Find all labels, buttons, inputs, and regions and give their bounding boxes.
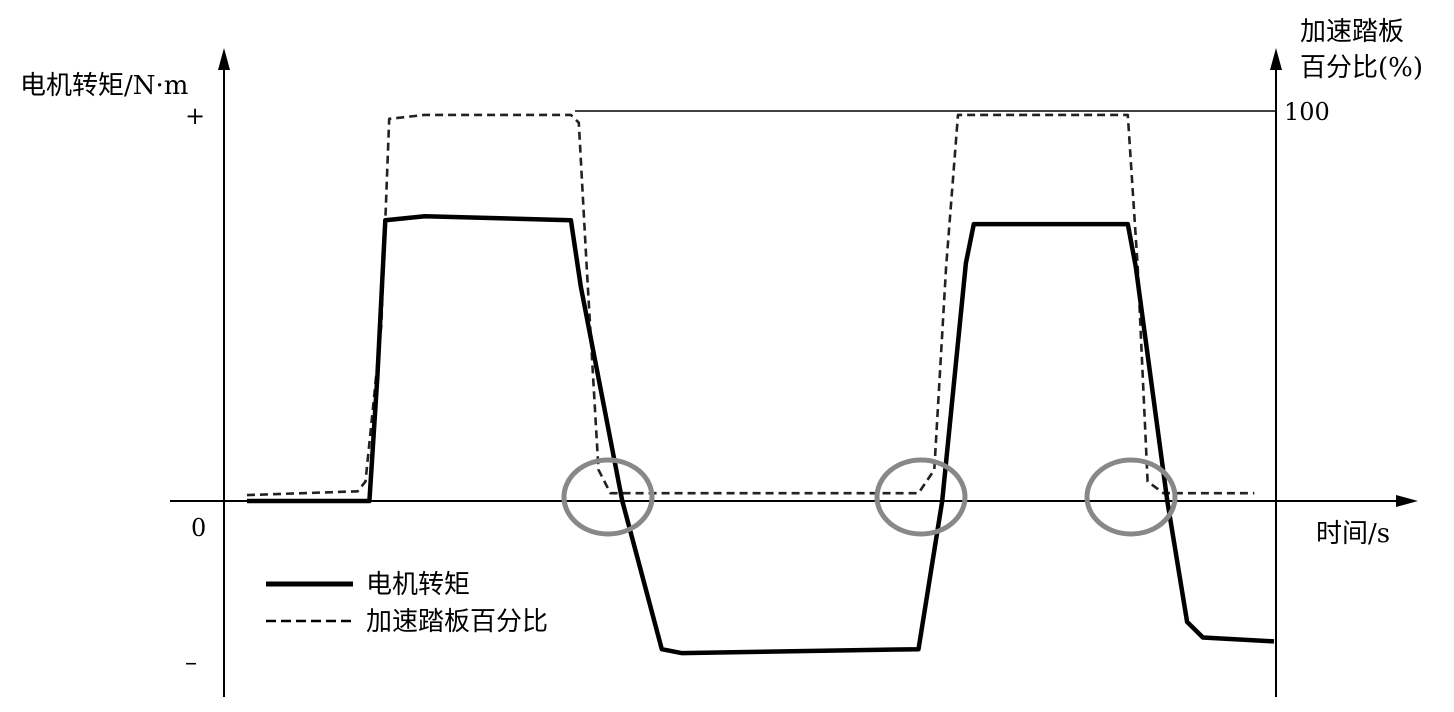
zero-crossing-highlight-1: [561, 457, 655, 537]
left-tick-plus: +: [185, 102, 205, 130]
right-tick-100: 100: [1284, 98, 1330, 126]
zero-crossing-highlight-2: [874, 457, 968, 537]
left-y-axis-arrow: [218, 48, 230, 70]
right-y-axis-label-line2: 百分比(%): [1300, 53, 1423, 83]
left-tick-zero: 0: [191, 514, 206, 542]
left-y-axis-label: 电机转矩/N·m: [20, 71, 188, 101]
right-y-axis-arrow: [1270, 48, 1282, 70]
legend-label-torque: 电机转矩: [366, 570, 470, 600]
x-axis-label: 时间/s: [1316, 519, 1390, 549]
right-y-axis-label-line1: 加速踏板: [1300, 17, 1404, 47]
left-tick-minus: –: [185, 648, 197, 676]
zero-crossing-highlight-3: [1084, 457, 1178, 537]
pedal-percentage-line: [246, 113, 1255, 497]
x-axis-arrow: [1396, 495, 1418, 507]
legend-label-pedal: 加速踏板百分比: [366, 607, 548, 637]
motor-torque-line: [247, 214, 1275, 656]
